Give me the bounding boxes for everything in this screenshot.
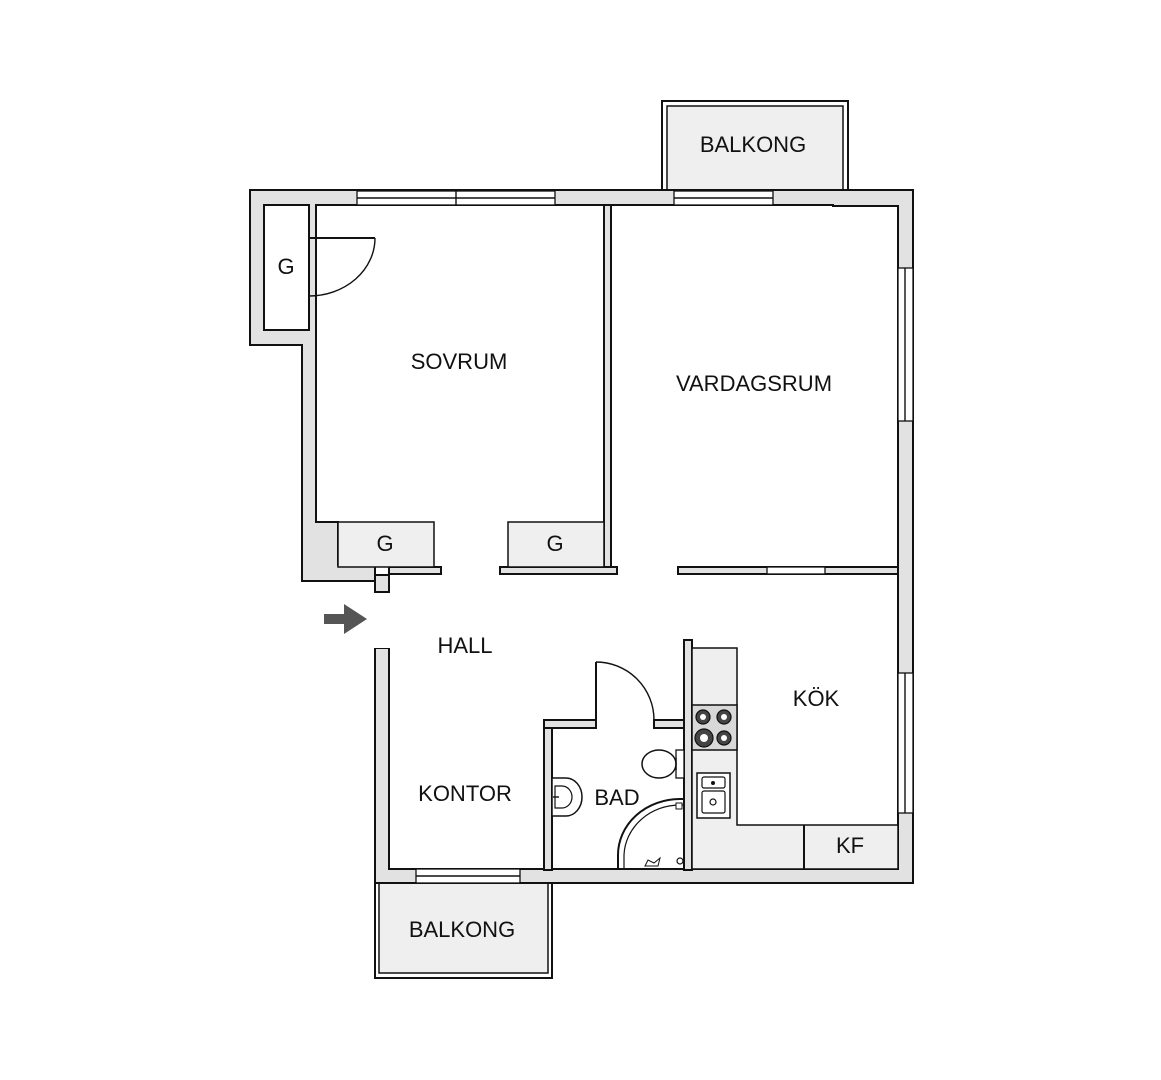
stove-icon	[691, 704, 738, 751]
wardrobes	[263, 204, 605, 568]
room-label-kok: KÖK	[793, 686, 840, 711]
toilet-icon	[641, 749, 685, 779]
room-label-sovrum: SOVRUM	[411, 349, 508, 374]
room-label-hall: HALL	[437, 633, 492, 658]
closet-label-top: G	[277, 254, 294, 279]
shower-icon	[617, 798, 684, 869]
balcony-top	[661, 100, 849, 192]
room-label-kontor: KONTOR	[418, 781, 512, 806]
interior-walls	[374, 204, 899, 871]
room-label-kf: KF	[836, 833, 864, 858]
kitchen-sink-icon	[696, 772, 731, 819]
room-label-vardagsrum: VARDAGSRUM	[676, 371, 832, 396]
balcony-label-bottom: BALKONG	[409, 917, 515, 942]
room-label-bad: BAD	[594, 785, 639, 810]
closet-label-right: G	[546, 531, 563, 556]
kitchen-counter	[691, 647, 899, 870]
balcony-label-top: BALKONG	[700, 132, 806, 157]
windows	[356, 190, 914, 884]
closet-label-left: G	[376, 531, 393, 556]
washbasin-icon	[551, 777, 583, 817]
entrance-opening	[371, 592, 395, 648]
door-swings	[308, 237, 655, 721]
entrance-arrow-icon	[324, 604, 367, 634]
